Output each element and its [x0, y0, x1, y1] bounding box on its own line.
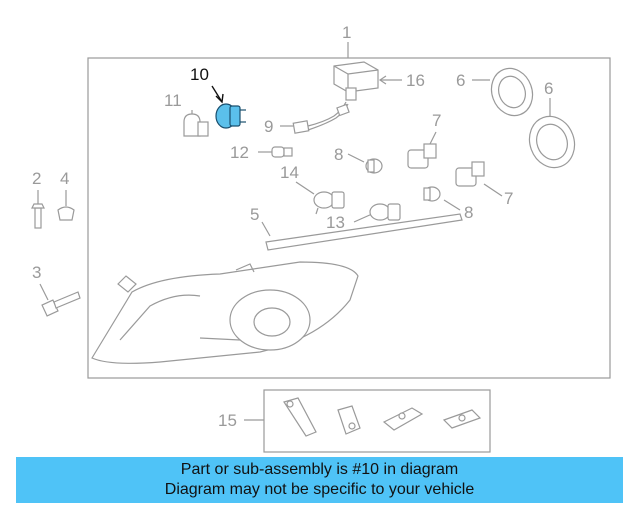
part-2-screw[interactable]	[31, 190, 45, 229]
banner-line-1: Part or sub-assembly is #10 in diagram	[180, 461, 459, 478]
part-3-bolt[interactable]	[39, 283, 81, 317]
info-banner: Part or sub-assembly is #10 in diagram D…	[16, 457, 623, 503]
part-9-harness[interactable]	[280, 101, 350, 134]
part-15-bracket-d[interactable]	[442, 409, 482, 429]
callout-10[interactable]: 10	[190, 65, 209, 84]
part-8-socket-top[interactable]	[347, 153, 383, 174]
part-6-ring-right[interactable]	[522, 98, 581, 174]
callout-3[interactable]: 3	[32, 263, 41, 282]
part-14-bulb[interactable]	[295, 181, 345, 215]
headlamp-housing[interactable]	[91, 261, 359, 364]
part-7-socket-top[interactable]	[407, 131, 437, 169]
part-12-bulb[interactable]	[258, 146, 293, 158]
part-10-socket[interactable]	[211, 85, 246, 129]
part-15-bracket-a[interactable]	[283, 397, 317, 437]
part-8-socket-bottom[interactable]	[423, 186, 461, 211]
callout-12[interactable]: 12	[230, 143, 249, 162]
part-4-clip[interactable]	[57, 190, 75, 221]
callout-7-right[interactable]: 7	[504, 189, 513, 208]
part-6-ring-left[interactable]	[472, 63, 539, 122]
callout-14[interactable]: 14	[280, 163, 299, 182]
part-11-bulb[interactable]	[183, 110, 209, 137]
callout-16[interactable]: 16	[406, 71, 425, 90]
callout-8-top[interactable]: 8	[334, 145, 343, 164]
callout-1[interactable]: 1	[342, 23, 351, 42]
callout-4[interactable]: 4	[60, 169, 69, 188]
callout-15[interactable]: 15	[218, 411, 237, 430]
part-16-module[interactable]	[333, 61, 402, 101]
callout-11[interactable]: 11	[164, 91, 182, 110]
callout-2[interactable]: 2	[32, 169, 41, 188]
callout-5[interactable]: 5	[250, 205, 259, 224]
callout-13[interactable]: 13	[326, 213, 345, 232]
banner-line-2: Diagram may not be specific to your vehi…	[164, 481, 475, 498]
callout-6-left[interactable]: 6	[456, 71, 465, 90]
callout-8-bottom[interactable]: 8	[464, 203, 473, 222]
part-5-trim-strip[interactable]	[261, 213, 463, 251]
part-15-bracket-c[interactable]	[382, 407, 424, 431]
part-15-bracket-b[interactable]	[337, 405, 361, 435]
callout-7-top[interactable]: 7	[432, 111, 441, 130]
assembly-frame	[87, 57, 611, 379]
subassembly-frame	[263, 389, 491, 453]
part-13-bulb[interactable]	[353, 203, 401, 223]
part-7-socket-right[interactable]	[455, 161, 503, 197]
callout-9[interactable]: 9	[264, 117, 273, 136]
callout-6-right[interactable]: 6	[544, 79, 553, 98]
